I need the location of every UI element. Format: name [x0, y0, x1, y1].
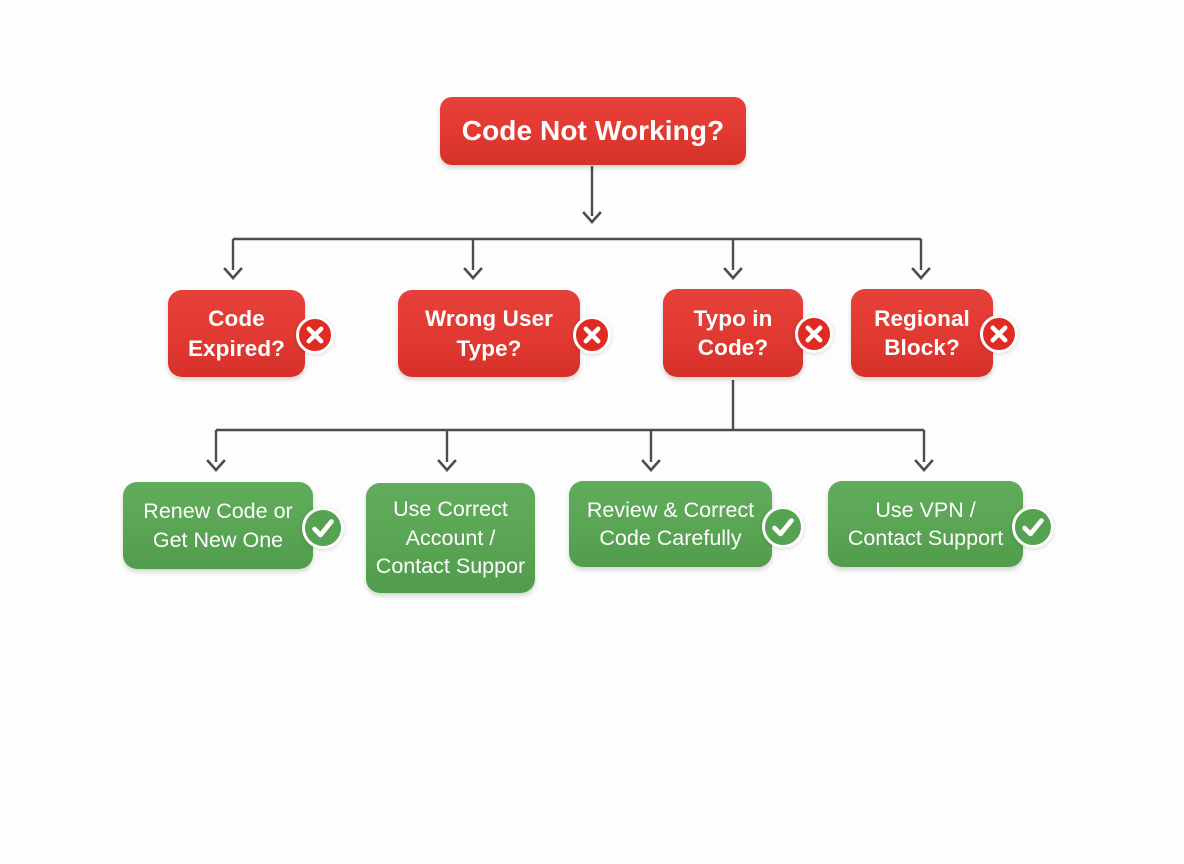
- node-use-vpn: Use VPN / Contact Support: [828, 481, 1023, 567]
- arrowhead-icon: [911, 267, 931, 280]
- arrowhead-icon: [437, 459, 457, 472]
- arrowhead-icon: [914, 459, 934, 472]
- node-wrong-user-type: Wrong User Type?: [398, 290, 580, 377]
- arrowhead-icon: [641, 459, 661, 472]
- node-renew-code: Renew Code or Get New One: [123, 482, 313, 569]
- node-label: Wrong User Type?: [424, 306, 554, 361]
- arrowhead-icon: [463, 267, 483, 280]
- node-label: Use Correct Account / Contact Suppor: [375, 497, 526, 579]
- node-code-not-working: Code Not Working?: [440, 97, 746, 165]
- x-circle-icon: [573, 316, 611, 354]
- node-typo-in-code: Typo in Code?: [663, 289, 803, 377]
- x-circle-icon: [980, 315, 1018, 353]
- node-label: Renew Code or Get New One: [143, 499, 293, 552]
- arrowhead-icon: [582, 211, 602, 224]
- node-label: Review & Correct Code Carefully: [586, 497, 755, 550]
- node-label: Code Not Working?: [461, 115, 725, 146]
- node-label: Typo in Code?: [693, 305, 773, 360]
- node-label: Use VPN / Contact Support: [847, 497, 1004, 550]
- check-circle-icon: [1012, 506, 1054, 548]
- node-use-correct-account: Use Correct Account / Contact Suppor: [366, 483, 535, 593]
- check-circle-icon: [762, 506, 804, 548]
- x-circle-icon: [795, 315, 833, 353]
- arrowhead-icon: [723, 267, 743, 280]
- node-regional-block: Regional Block?: [851, 289, 993, 377]
- node-label: Code Expired?: [187, 306, 286, 361]
- x-circle-icon: [296, 316, 334, 354]
- node-code-expired: Code Expired?: [168, 290, 305, 377]
- arrowhead-icon: [223, 267, 243, 280]
- node-label: Regional Block?: [874, 305, 970, 360]
- check-circle-icon: [302, 507, 344, 549]
- node-review-correct-code: Review & Correct Code Carefully: [569, 481, 772, 567]
- arrowhead-icon: [206, 459, 226, 472]
